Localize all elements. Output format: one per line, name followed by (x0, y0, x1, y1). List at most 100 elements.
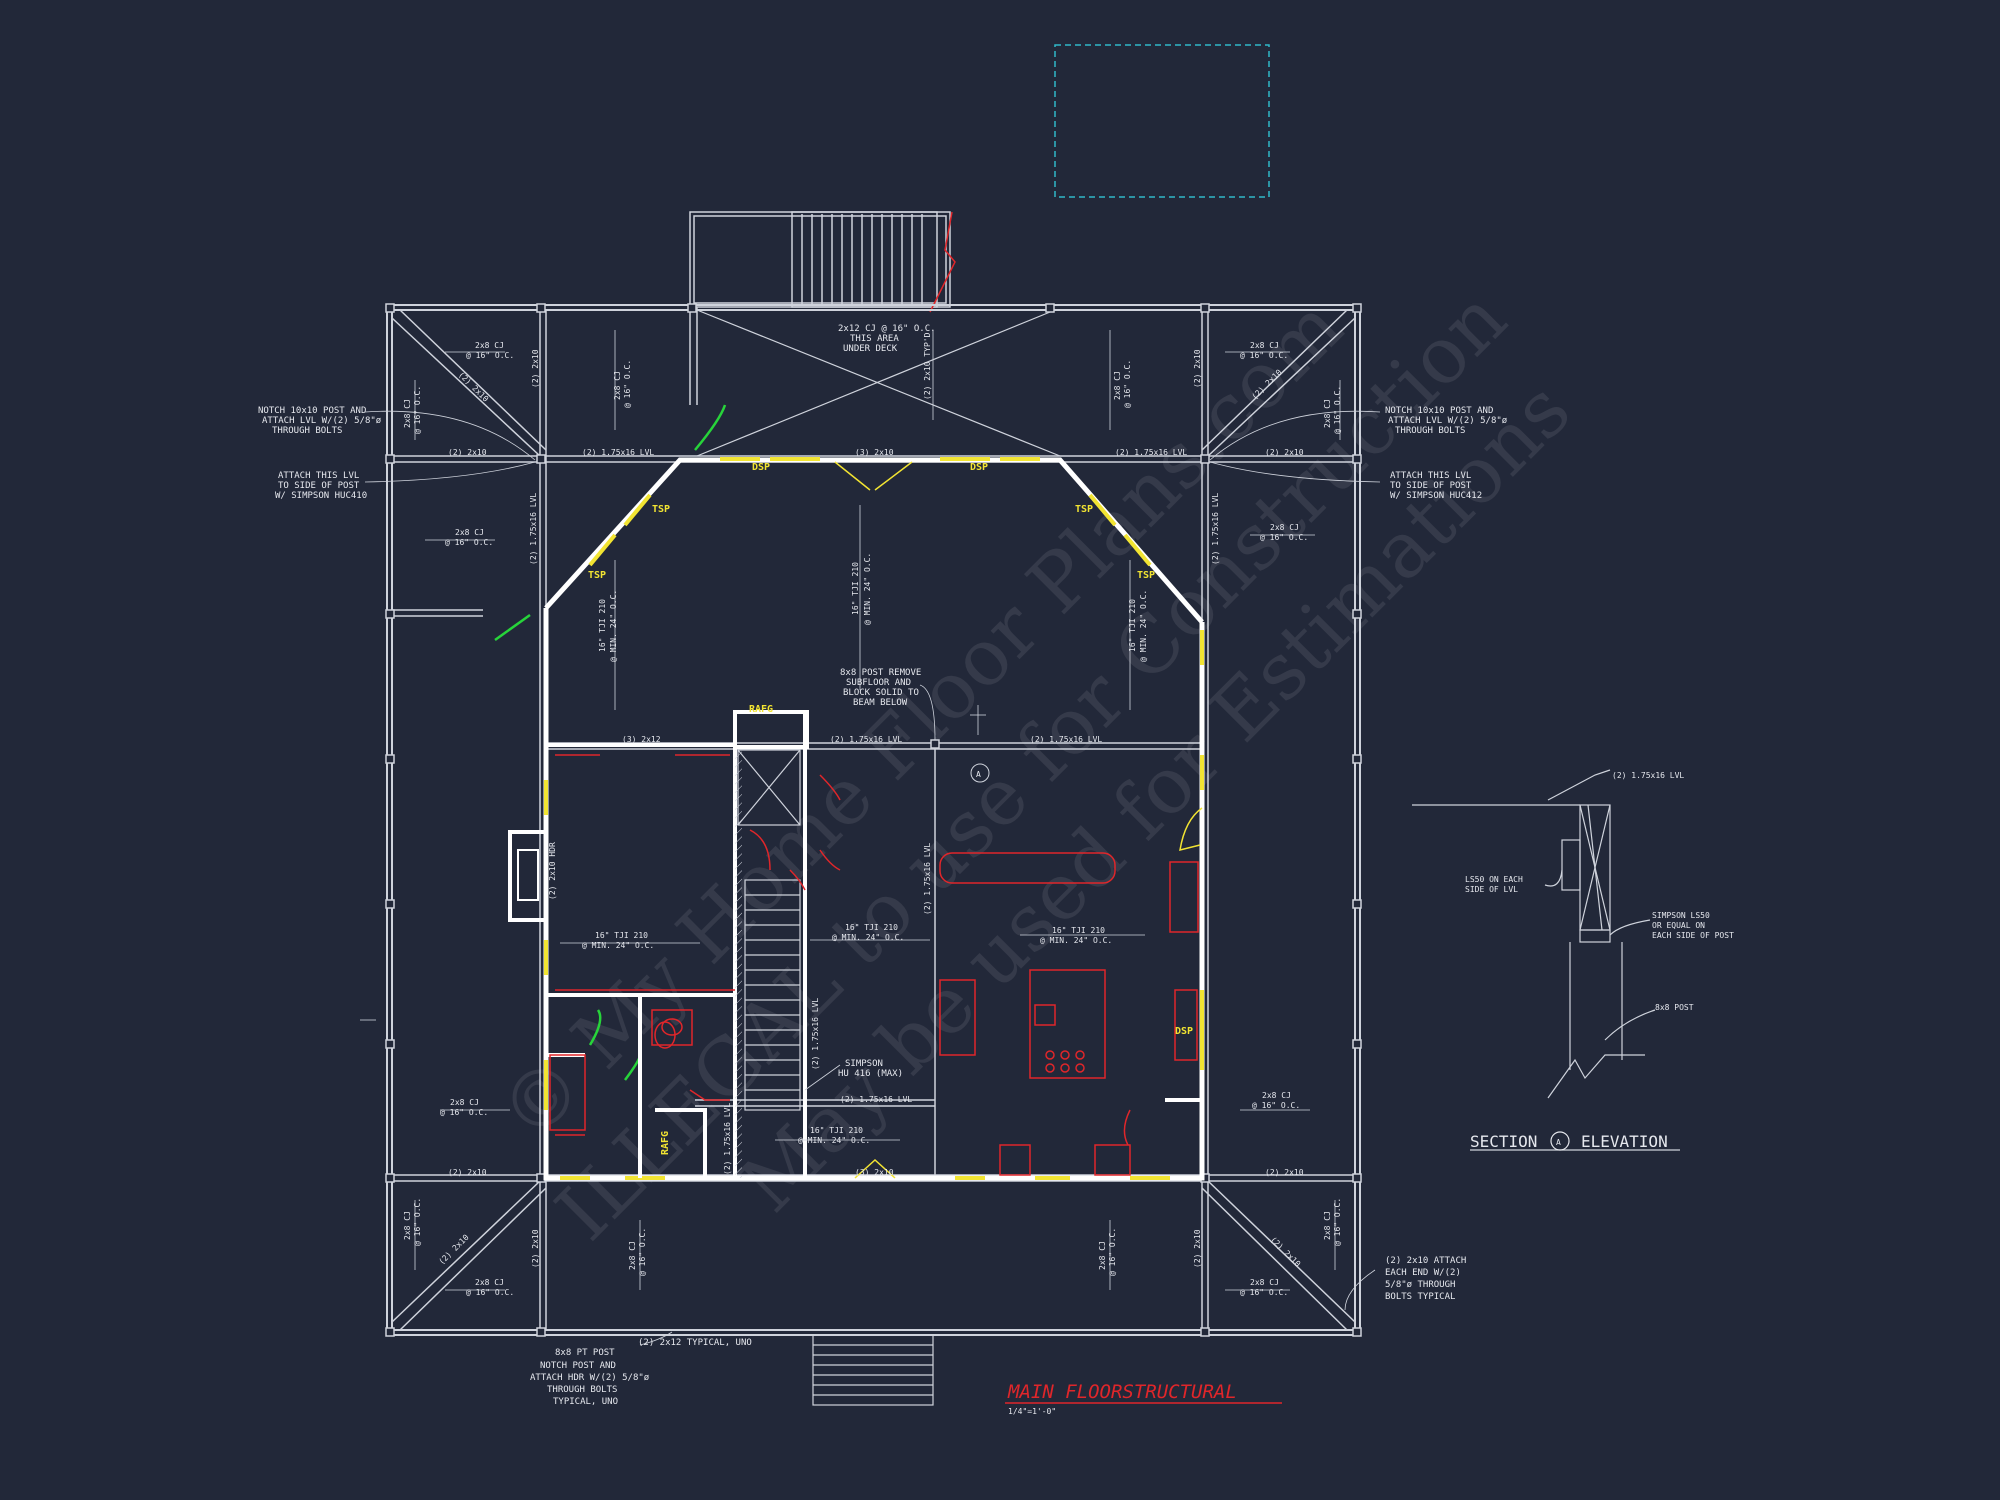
tag-tsp-4: TSP (1137, 570, 1155, 581)
label-cj-2b: @ 16" O.C. (1240, 351, 1288, 360)
label-cj-v4b: @ 16" O.C. (1333, 386, 1342, 434)
note-typical: (2) 2x12 TYPICAL, UNO (638, 1338, 752, 1348)
break-line (929, 211, 956, 313)
label-cj-v5b: @ 16" O.C. (413, 1198, 422, 1246)
label-tji-4a: 16" TJI 210 (595, 931, 648, 940)
note-notch-right-2: ATTACH LVL W/(2) 5/8"ø (1388, 416, 1508, 426)
label-2x10-v4: (2) 2x10 (1193, 1229, 1202, 1268)
label-2x10-diag3: (2) 2x10 (437, 1233, 471, 1267)
corner-braces (391, 309, 1356, 1331)
section-title-marker (1550, 1131, 1570, 1151)
label-lvl-v2: (2) 1.75x16 LVL (1211, 493, 1220, 565)
tag-dsp-1: DSP (752, 462, 770, 473)
label-cj-v3a: 2x8 CJ (403, 399, 412, 428)
label-cj-3b: @ 16" O.C. (445, 538, 493, 547)
wall-openings (544, 457, 1204, 1180)
watermark: © My Home Floor Plans.com ILLEGAL to use… (483, 274, 1588, 1258)
label-3x12: (3) 2x12 (622, 735, 661, 744)
drawing-title: MAIN FLOORSTRUCTURAL (1007, 1381, 1237, 1403)
label-lvl-2: (2) 1.75x16 LVL (1115, 448, 1187, 457)
note-notch-right-3: THROUGH BOLTS (1395, 426, 1465, 436)
section-note-lsb-1: LS50 ON EACH (1465, 875, 1523, 884)
label-tji-7b: @ MIN. 24" O.C. (798, 1136, 870, 1145)
label-tji-3b: @ MIN. 24" O.C. (1139, 590, 1148, 662)
section-marker-circle (970, 763, 990, 783)
label-lvl-v1: (2) 1.75x16 LVL (529, 493, 538, 565)
section-note-lvl: (2) 1.75x16 LVL (1612, 771, 1684, 780)
stair-top-wall (733, 710, 809, 749)
note-pt-4: THROUGH BOLTS (547, 1385, 617, 1395)
label-cj-v3b: @ 16" O.C. (413, 386, 422, 434)
label-3x10-top: (3) 2x10 (855, 448, 894, 457)
deck-cross (696, 309, 1061, 457)
note-post8-3: BLOCK SOLID TO (843, 688, 919, 698)
note-notch-left-1: NOTCH 10x10 POST AND (258, 406, 366, 416)
label-cj-v8b: @ 16" O.C. (1108, 1228, 1117, 1276)
label-cj-6a: 2x8 CJ (1262, 1091, 1291, 1100)
dimension-lines (360, 330, 1341, 1291)
label-2x10-4: (2) 2x10 (1265, 1168, 1304, 1177)
tag-rafg-1: RAFG (749, 704, 773, 715)
fireplace (508, 830, 546, 922)
label-tji-1b: @ MIN. 24" O.C. (863, 553, 872, 625)
section-title-letter: A (1556, 1138, 1561, 1147)
tag-tsp-3: TSP (1075, 504, 1093, 515)
label-tji-3a: 16" TJI 210 (1128, 599, 1137, 652)
tag-dsp-3: DSP (1175, 1026, 1193, 1037)
section-note-lsb-2: SIDE OF LVL (1465, 885, 1518, 894)
label-cj-6b: @ 16" O.C. (1252, 1101, 1300, 1110)
tag-tsp-1: TSP (652, 504, 670, 515)
drawing-scale: 1/4"=1'-0" (1008, 1407, 1056, 1416)
section-note-post: 8x8 POST (1655, 1003, 1694, 1012)
note-post8-2: SUBFLOOR AND (846, 678, 911, 688)
note-post8-4: BEAM BELOW (853, 698, 908, 708)
door-swings (834, 461, 1203, 1179)
label-cj-v6a: 2x8 CJ (1323, 1211, 1332, 1240)
note-pt-2: NOTCH POST AND (540, 1361, 616, 1371)
label-2x10-1: (2) 2x10 (448, 448, 487, 457)
label-cj-4b: @ 16" O.C. (1260, 533, 1308, 542)
section-note-simpson-2: OR EQUAL ON (1652, 921, 1705, 930)
label-cj-7a: 2x8 CJ (475, 1278, 504, 1287)
note-deck-2: THIS AREA (850, 334, 899, 344)
label-2x10-v2: (2) 2x10 (1193, 349, 1202, 388)
label-tji-5b: @ MIN. 24" O.C. (832, 933, 904, 942)
tag-dsp-2: DSP (970, 462, 988, 473)
center-stair (737, 749, 801, 1111)
note-deck-3: UNDER DECK (843, 344, 898, 354)
section-note-simpson-3: EACH SIDE OF POST (1652, 931, 1734, 940)
label-lvl-v5: (2) 1.75x16 LVL (723, 1103, 732, 1175)
note-attach-end-3: 5/8"ø THROUGH (1385, 1280, 1455, 1290)
note-attach-left-2: TO SIDE OF POST (278, 481, 360, 491)
label-tji-2a: 16" TJI 210 (598, 599, 607, 652)
label-tji-6a: 16" TJI 210 (1052, 926, 1105, 935)
note-attach-right-3: W/ SIMPSON HUC412 (1390, 491, 1482, 501)
label-2x10-diag1: (2) 2x10 (457, 370, 491, 404)
label-lvl-v4: (2) 1.75x16 LVL (811, 998, 820, 1070)
note-simpson-hu-2: HU 416 (MAX) (838, 1069, 903, 1079)
label-cj-v4a: 2x8 CJ (1323, 399, 1332, 428)
label-lvl-3: (2) 1.75x16 LVL (830, 735, 902, 744)
section-marker-letter: A (976, 770, 981, 779)
label-cj-3a: 2x8 CJ (455, 528, 484, 537)
section-title-suffix: ELEVATION (1581, 1132, 1668, 1151)
note-simpson-hu-1: SIMPSON (845, 1059, 883, 1069)
note-deck-1: 2x12 CJ @ 16" O.C. (838, 324, 936, 334)
note-notch-right-1: NOTCH 10x10 POST AND (1385, 406, 1493, 416)
label-lvl-4: (2) 1.75x16 LVL (1030, 735, 1102, 744)
top-deck (689, 211, 951, 405)
note-pt-5: TYPICAL, UNO (553, 1397, 618, 1407)
label-cj-5b: @ 16" O.C. (440, 1108, 488, 1117)
note-notch-left-3: THROUGH BOLTS (272, 426, 342, 436)
note-post8-1: 8x8 POST REMOVE (840, 668, 921, 678)
label-cj-1b: @ 16" O.C. (466, 351, 514, 360)
label-2x10-diag4: (2) 2x10 (1269, 1235, 1303, 1269)
label-cj-v1b: @ 16" O.C. (623, 360, 632, 408)
label-tji-5a: 16" TJI 210 (845, 923, 898, 932)
label-cj-v7a: 2x8 CJ (628, 1241, 637, 1270)
label-hdr: (2) 2x10 HDR (548, 842, 557, 900)
label-tji-6b: @ MIN. 24" O.C. (1040, 936, 1112, 945)
section-title: SECTION (1470, 1132, 1537, 1151)
tag-rafg-2: RAFG (660, 1131, 671, 1155)
